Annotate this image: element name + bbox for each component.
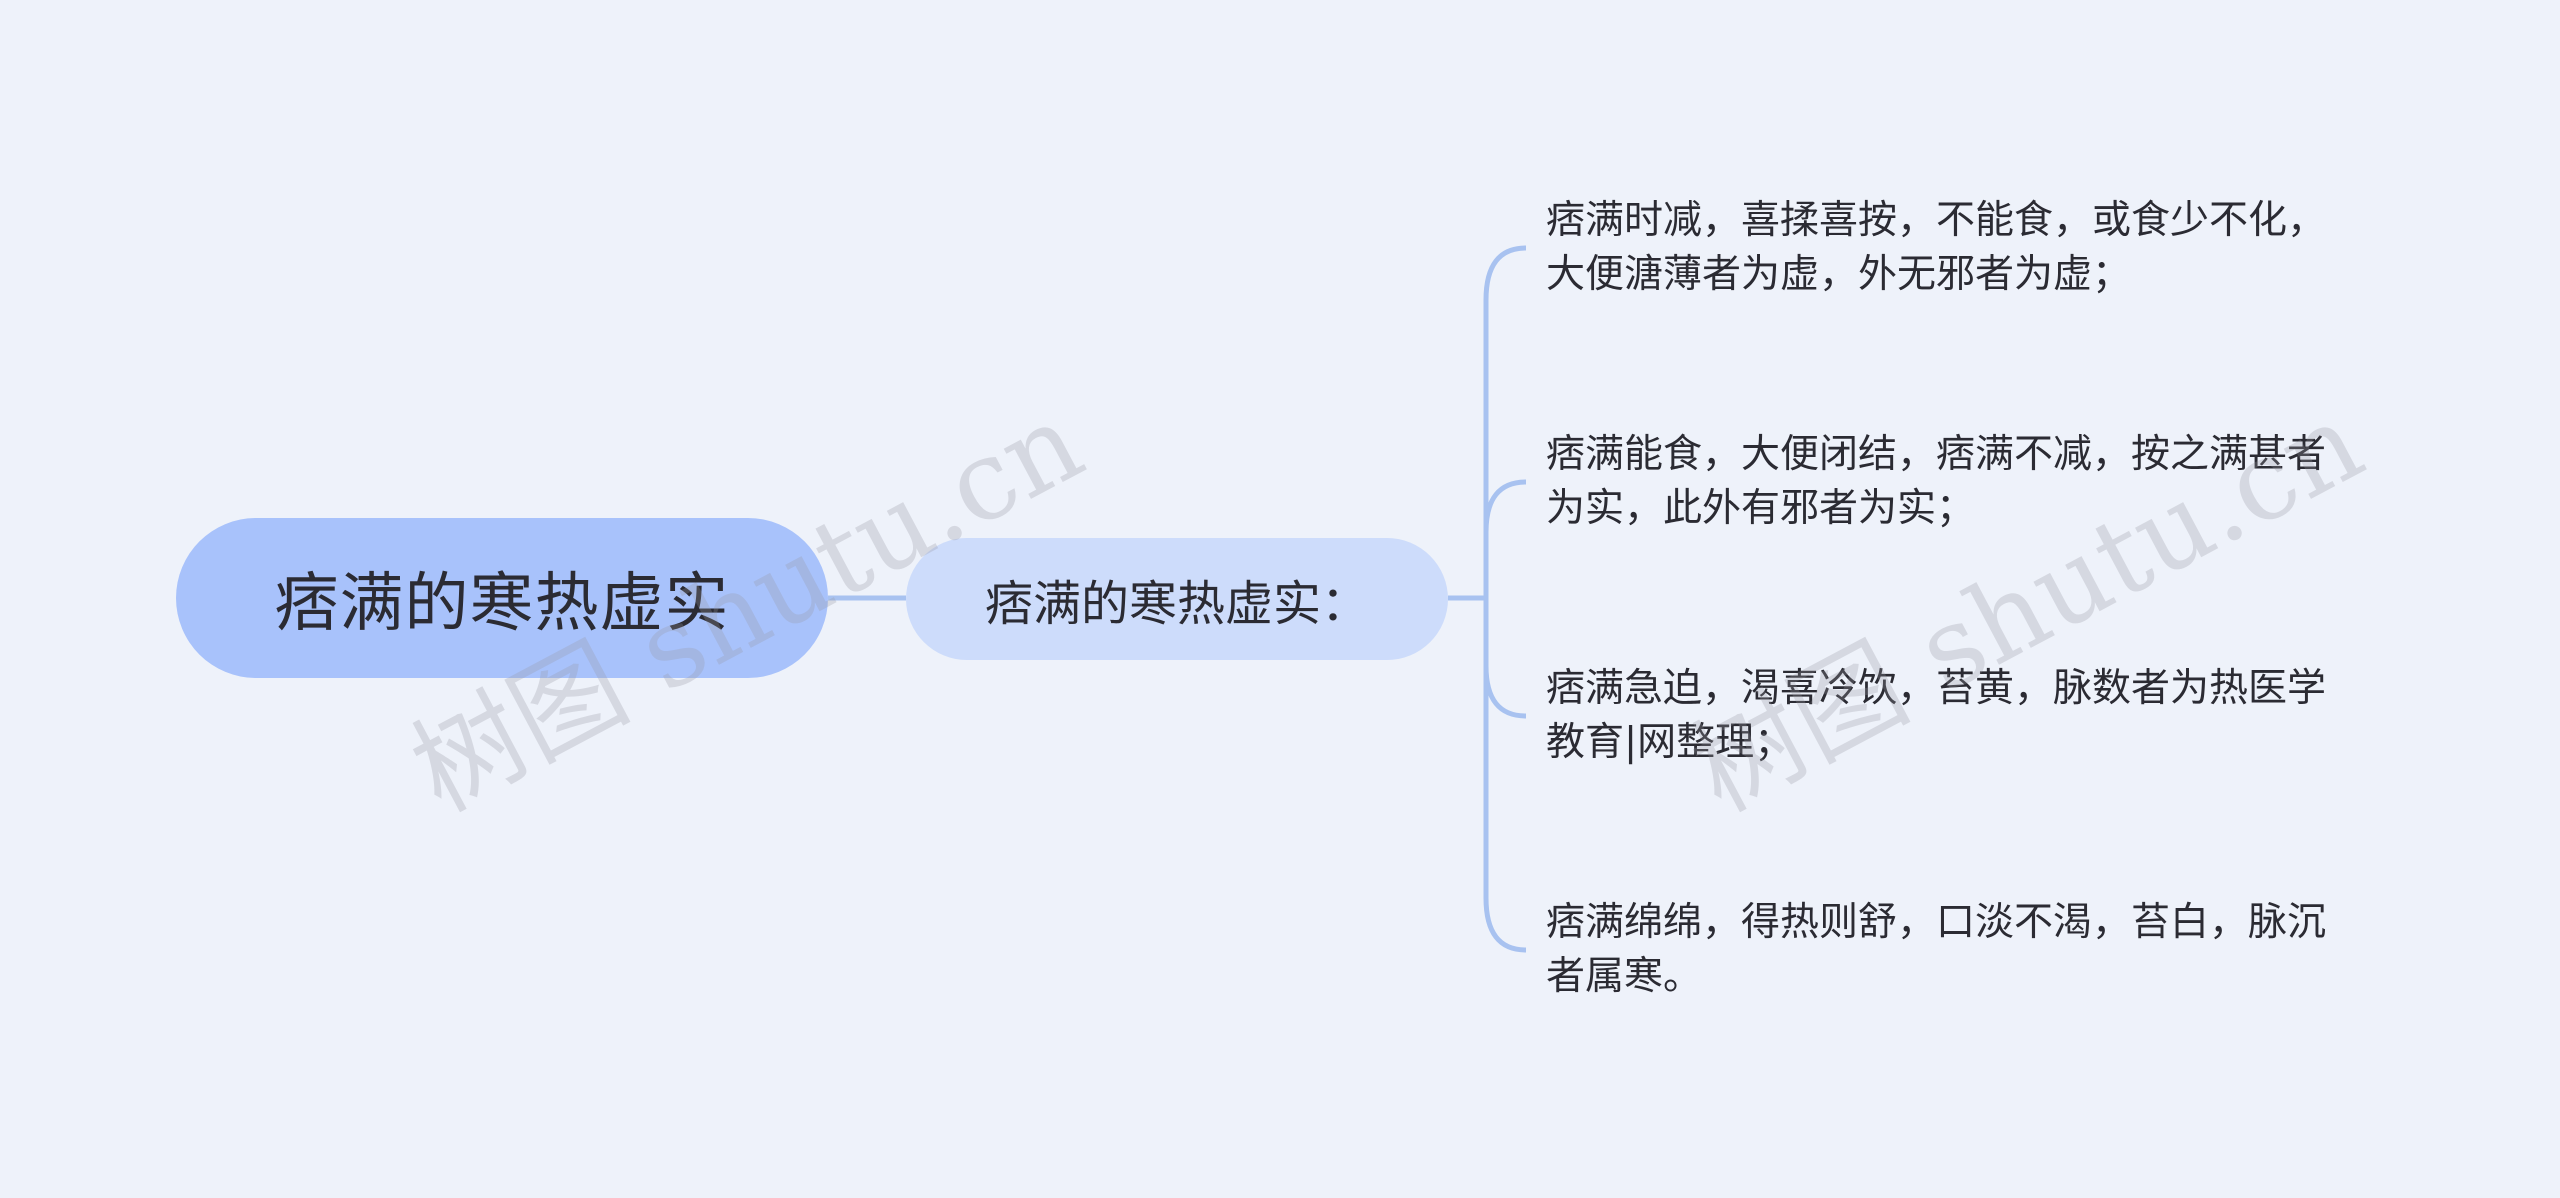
leaf-1-connector [1483,245,1527,598]
root-topic-node[interactable]: 痞满的寒热虚实 [176,518,828,678]
leaf-line: 痞满能食，大便闭结，痞满不减，按之满甚者 [1546,432,2327,477]
leaf-line: 痞满时减，喜揉喜按，不能食，或食少不化， [1546,198,2327,243]
branch-topic-label: 痞满的寒热虚实： [984,576,1369,632]
leaf-line: 痞满急迫，渴喜冷饮，苔黄，脉数者为热医学 [1546,666,2327,711]
leaf-3-connector [1483,598,1527,719]
branch-topic-node[interactable]: 痞满的寒热虚实： [906,538,1448,660]
leaf-line: 教育|网整理； [1546,720,1794,765]
leaf-line: 大便溏薄者为虚，外无邪者为虚； [1546,252,2132,297]
leaf-2-connector [1483,479,1527,598]
leaf-line: 痞满绵绵，得热则舒，口淡不渴，苔白，脉沉 [1546,900,2327,945]
leaf-4-connector [1483,598,1527,953]
leaf-topic-excess[interactable]: 痞满能食，大便闭结，痞满不减，按之满甚者 为实，此外有邪者为实； [1546,428,2376,536]
leaf-line: 为实，此外有邪者为实； [1546,486,1976,531]
leaf-topic-cold[interactable]: 痞满绵绵，得热则舒，口淡不渴，苔白，脉沉 者属寒。 [1546,896,2376,1004]
leaf-line: 者属寒。 [1546,954,1703,999]
leaf-topic-deficiency[interactable]: 痞满时减，喜揉喜按，不能食，或食少不化， 大便溏薄者为虚，外无邪者为虚； [1546,194,2376,302]
root-topic-label: 痞满的寒热虚实 [274,567,730,641]
leaf-topic-heat[interactable]: 痞满急迫，渴喜冷饮，苔黄，脉数者为热医学 教育|网整理； [1546,662,2376,770]
